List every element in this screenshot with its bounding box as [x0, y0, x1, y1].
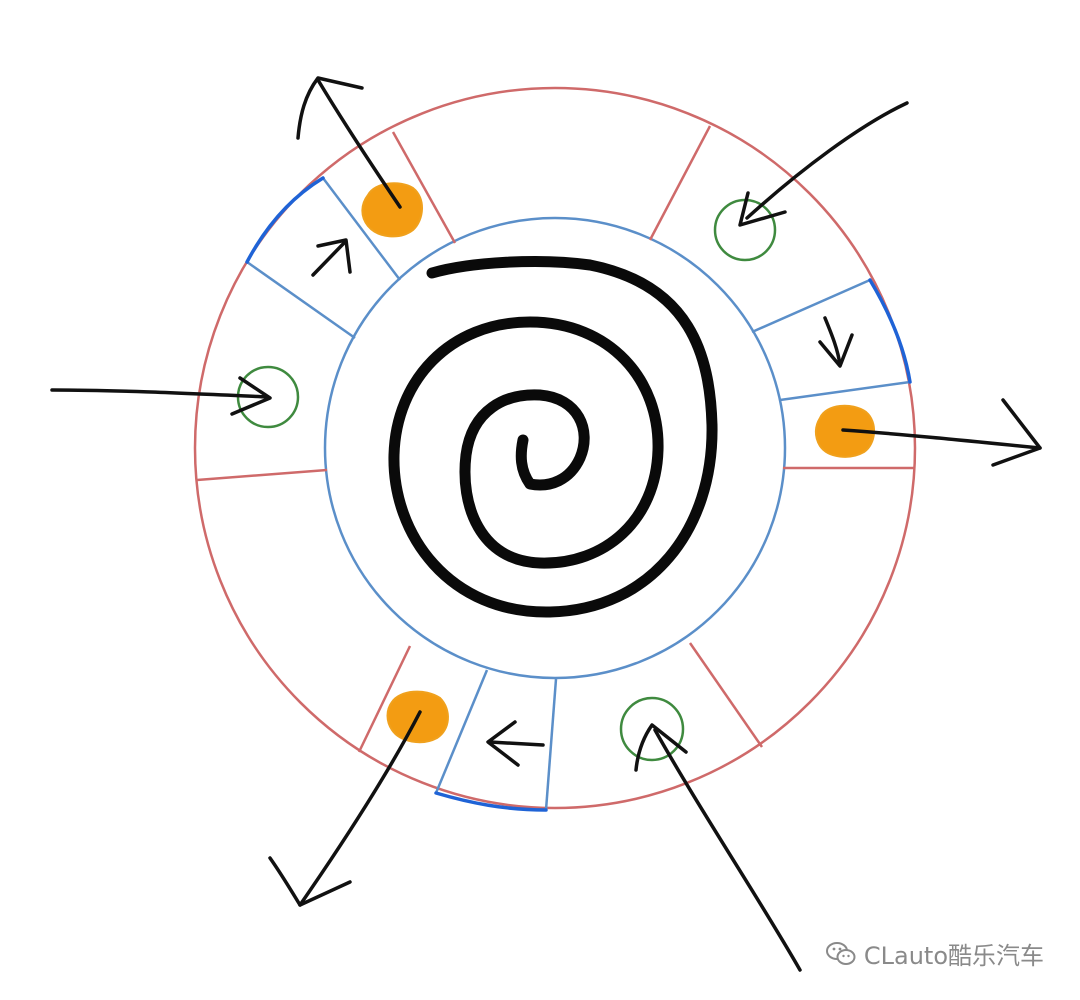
exhaust-arrow-bottom-left	[268, 710, 422, 907]
wechat-icon	[825, 941, 856, 965]
vane-chamber-upper-left	[245, 176, 401, 340]
vane-chamber-bottom	[434, 669, 558, 812]
outer-housing-ring	[193, 86, 917, 810]
rotation-spiral	[388, 256, 718, 618]
watermark: CLauto酷乐汽车	[825, 936, 1044, 971]
outlet-port-upper-left	[361, 182, 423, 238]
inlet-port-bottom	[619, 696, 685, 762]
intake-arrow-right-top	[738, 101, 909, 227]
watermark-text: CLauto酷乐汽车	[863, 942, 1044, 970]
red-dividers	[196, 125, 915, 753]
intake-arrow-bottom	[634, 723, 802, 972]
exhaust-arrow-right	[841, 398, 1042, 467]
inner-rotor-ring	[323, 216, 787, 680]
vane-arrow-right	[818, 316, 854, 368]
vane-arrow-bottom	[486, 720, 545, 767]
vane-arrow-upper-left	[311, 238, 352, 277]
vane-chamber-right	[751, 278, 912, 402]
exhaust-arrow-upper-left	[296, 76, 402, 209]
intake-arrow-left	[50, 376, 272, 416]
